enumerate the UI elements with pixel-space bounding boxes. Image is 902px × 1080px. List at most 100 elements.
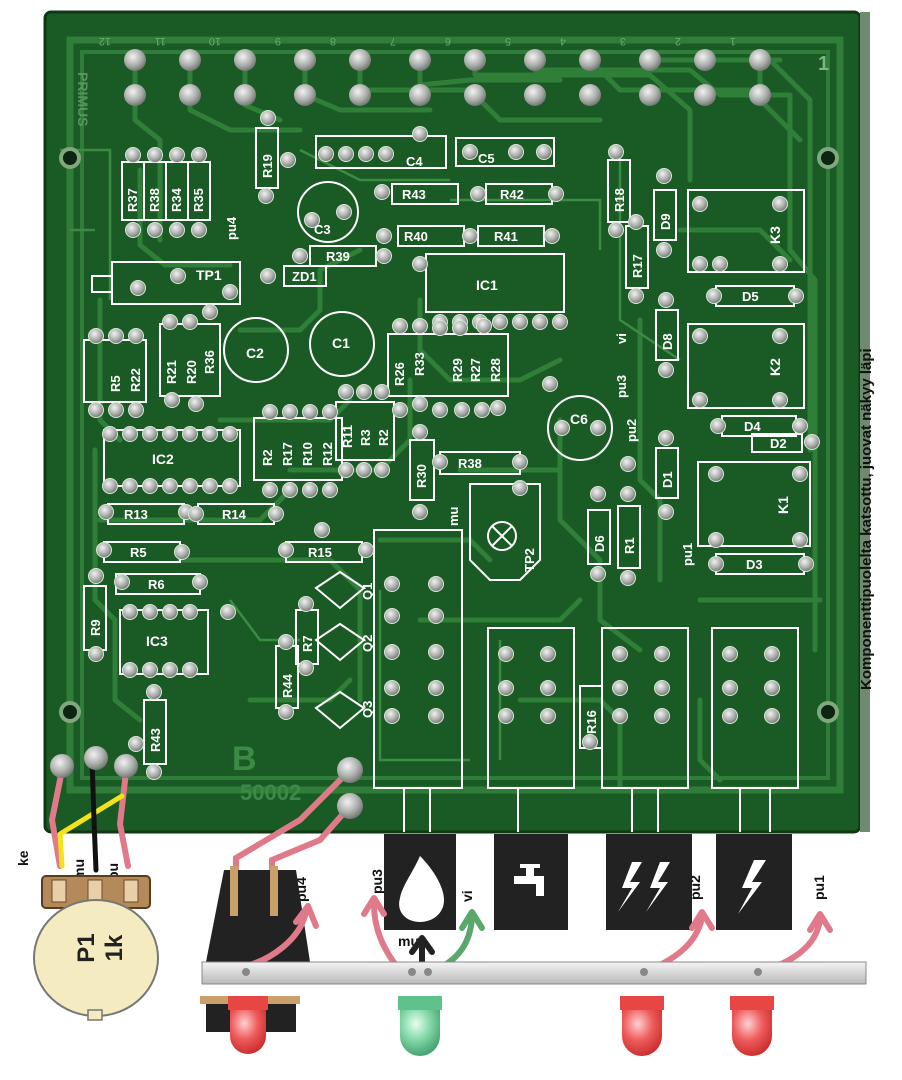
component-pad (182, 314, 198, 330)
component-pad (192, 574, 208, 590)
component-pad (490, 400, 506, 416)
component-pad (708, 466, 724, 482)
label-r1: R1 (622, 537, 637, 554)
label-r5: R5 (108, 375, 123, 392)
label-c1: C1 (332, 335, 350, 351)
component-pad (412, 256, 428, 272)
tap-icon (514, 864, 544, 896)
led-red-3 (730, 996, 774, 1056)
label-r9: R9 (88, 619, 103, 636)
component-pad (540, 708, 556, 724)
component-pad (356, 384, 372, 400)
connector-outline-2 (487, 627, 575, 789)
top-pad (294, 49, 316, 71)
component-pad (108, 402, 124, 418)
label-r38: R39 (326, 249, 350, 264)
led-holder-block (206, 870, 310, 962)
top-pad (639, 84, 661, 106)
pot-wires (49, 755, 131, 873)
label-r22: R21 (164, 360, 179, 384)
top-pad-number: 6 (445, 35, 451, 47)
label-r15: R15 (308, 545, 332, 560)
component-pad (428, 644, 444, 660)
top-pad (524, 49, 546, 71)
label-r13: R13 (124, 507, 148, 522)
c3-outline (297, 181, 359, 243)
component-pad (428, 576, 444, 592)
top-pad-number: 2 (675, 35, 681, 47)
top-pad (234, 84, 256, 106)
top-pad (749, 84, 771, 106)
component-pad (125, 222, 141, 238)
arrow-pu3-head (361, 895, 387, 917)
label-d2: D2 (770, 436, 787, 451)
label-r35: R37 (125, 188, 140, 212)
label-d3: D3 (746, 557, 763, 572)
wire-pu-pink (117, 769, 131, 869)
component-pad (356, 462, 372, 478)
component-pad (182, 662, 198, 678)
top-pad-number: 7 (390, 35, 396, 47)
board-label-mu: mu (446, 506, 461, 526)
component-pad (792, 466, 808, 482)
component-pad (590, 566, 606, 582)
label-r11: R11 (340, 425, 355, 448)
component-pad (322, 404, 338, 420)
label-r29: R29 (450, 358, 465, 382)
wire-black (89, 755, 99, 873)
component-pad (202, 426, 218, 442)
component-pad (608, 222, 624, 238)
component-pad (282, 482, 298, 498)
label-c5: C5 (478, 151, 495, 166)
component-pad (454, 402, 470, 418)
component-pad (692, 392, 708, 408)
component-pad (384, 576, 400, 592)
label-r20: R17 (280, 442, 295, 466)
component-pad (512, 314, 528, 330)
label-d5: D5 (742, 289, 759, 304)
component-pad (772, 328, 788, 344)
component-pad (102, 478, 118, 494)
component-pad (432, 454, 448, 470)
label-r36: R38 (147, 188, 162, 212)
label-r27: R27 (468, 358, 483, 382)
label-r28: R28 (488, 358, 503, 382)
component-pad (88, 402, 104, 418)
component-pad (202, 304, 218, 320)
component-pad (764, 646, 780, 662)
label-r16: R16 (584, 710, 599, 734)
board-label-pu4: pu4 (224, 216, 239, 240)
component-pad (412, 424, 428, 440)
component-pad (428, 708, 444, 724)
component-pad (88, 568, 104, 584)
component-pad (374, 384, 390, 400)
component-pad (222, 426, 238, 442)
icon-panels (384, 834, 792, 930)
component-pad (268, 506, 284, 522)
component-pad (658, 362, 674, 378)
component-pad (174, 544, 190, 560)
label-d4: D4 (744, 419, 761, 434)
label-c4: C4 (406, 154, 423, 169)
component-pad (512, 454, 528, 470)
component-pad (590, 420, 606, 436)
component-pad (222, 478, 238, 494)
led-holder-tab-right (270, 866, 278, 916)
r11-r3-group (335, 401, 395, 461)
component-pad (620, 570, 636, 586)
label-r37: R38 (458, 456, 482, 471)
c6-outline (547, 395, 613, 461)
component-pad (122, 426, 138, 442)
wire-ke-pink (49, 767, 65, 869)
top-pad (579, 49, 601, 71)
component-pad (182, 478, 198, 494)
component-pad (788, 288, 804, 304)
board-number-label: 1 (818, 53, 829, 75)
top-connector-pads (124, 49, 771, 106)
component-pad (122, 604, 138, 620)
wire-label-mu: mu (71, 859, 87, 880)
component-pad (452, 320, 468, 336)
r30-outline (409, 439, 435, 501)
d2-outline (751, 433, 803, 453)
component-pad (722, 680, 738, 696)
